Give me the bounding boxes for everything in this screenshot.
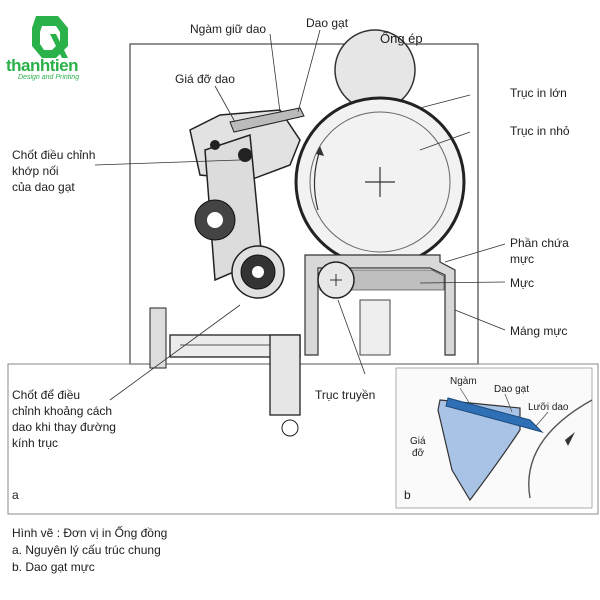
label-joint-pin-3: của dao gạt [12, 180, 75, 194]
label-blade-support: Giá đỡ dao [175, 72, 235, 86]
panel-label-b: b [404, 488, 411, 502]
inset-blade-support [437, 399, 521, 502]
inset-label-clamp: Ngàm [450, 376, 477, 387]
label-ink-tray: Máng mực [510, 324, 568, 338]
label-impression-cylinder: Ống ép [380, 31, 423, 46]
label-distance-pin-3: dao khi thay đường [12, 420, 116, 434]
panel-label-a: a [12, 488, 19, 502]
inset-cylinder-surface [528, 399, 593, 499]
inset-label-doctor-blade: Dao gạt [494, 384, 530, 395]
label-ink-section-2: mực [510, 252, 535, 266]
inset-label-support-2: đỡ [412, 448, 425, 459]
label-doctor-blade: Dao gạt [306, 16, 349, 30]
label-ink: Mực [510, 276, 535, 290]
caption-title: Hình vẽ : Đơn vị in Ống đồng [12, 526, 168, 540]
label-distance-pin-2: chỉnh khoảng cách [12, 404, 113, 418]
label-blade-holder: Ngàm giữ dao [190, 22, 267, 36]
label-transfer-roller: Trục truyền [315, 388, 376, 402]
small-print-cylinder [309, 111, 451, 253]
caption-line-a: a. Nguyên lý cấu trúc chung [12, 543, 161, 557]
label-distance-pin-4: kính trục [12, 436, 59, 450]
ink-tray [304, 254, 456, 356]
label-joint-pin-2: khớp nối [12, 164, 59, 178]
label-distance-pin-1: Chốt để điều [12, 388, 81, 402]
brand-name: thanhtien [6, 56, 79, 75]
inset-label-blade-edge: Lưỡi dao [528, 402, 569, 413]
inset-label-support-1: Giá [410, 436, 426, 447]
panel-frame [7, 363, 599, 515]
label-ink-section-1: Phần chứa [510, 236, 569, 250]
label-large-cylinder: Trục in lớn [510, 86, 567, 100]
label-small-cylinder: Trục in nhỏ [510, 124, 570, 138]
caption-line-b: b. Dao gạt mực [12, 560, 95, 574]
label-joint-pin-1: Chốt điều chỉnh [12, 148, 96, 162]
brand-logo-icon [32, 16, 68, 58]
brand-tagline: Design and Printing [18, 74, 80, 81]
inset-doctor-blade [445, 397, 544, 433]
